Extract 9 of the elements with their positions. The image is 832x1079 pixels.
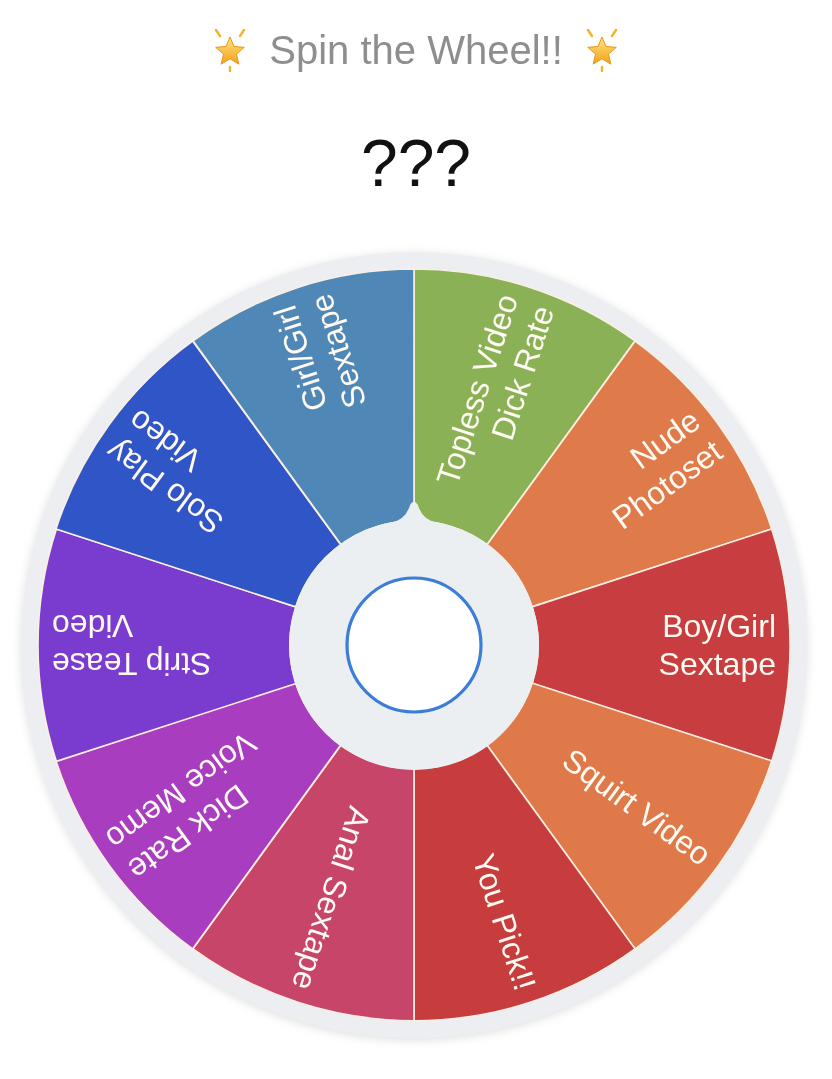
slice-label: Strip Tease Video [52, 607, 213, 683]
slice-label: Topless Video Dick Rate [428, 288, 562, 492]
slice-label: You Pick!! [464, 848, 544, 996]
slice-label: Anal Sextape [284, 801, 380, 996]
result-text: ??? [360, 126, 472, 200]
slice-label: Boy/Girl Sextape [657, 607, 776, 683]
wheel-slice [414, 745, 635, 1021]
title: Spin the Wheel!! [269, 27, 563, 73]
slice-label: Girl/Girl Sextape [266, 288, 375, 418]
